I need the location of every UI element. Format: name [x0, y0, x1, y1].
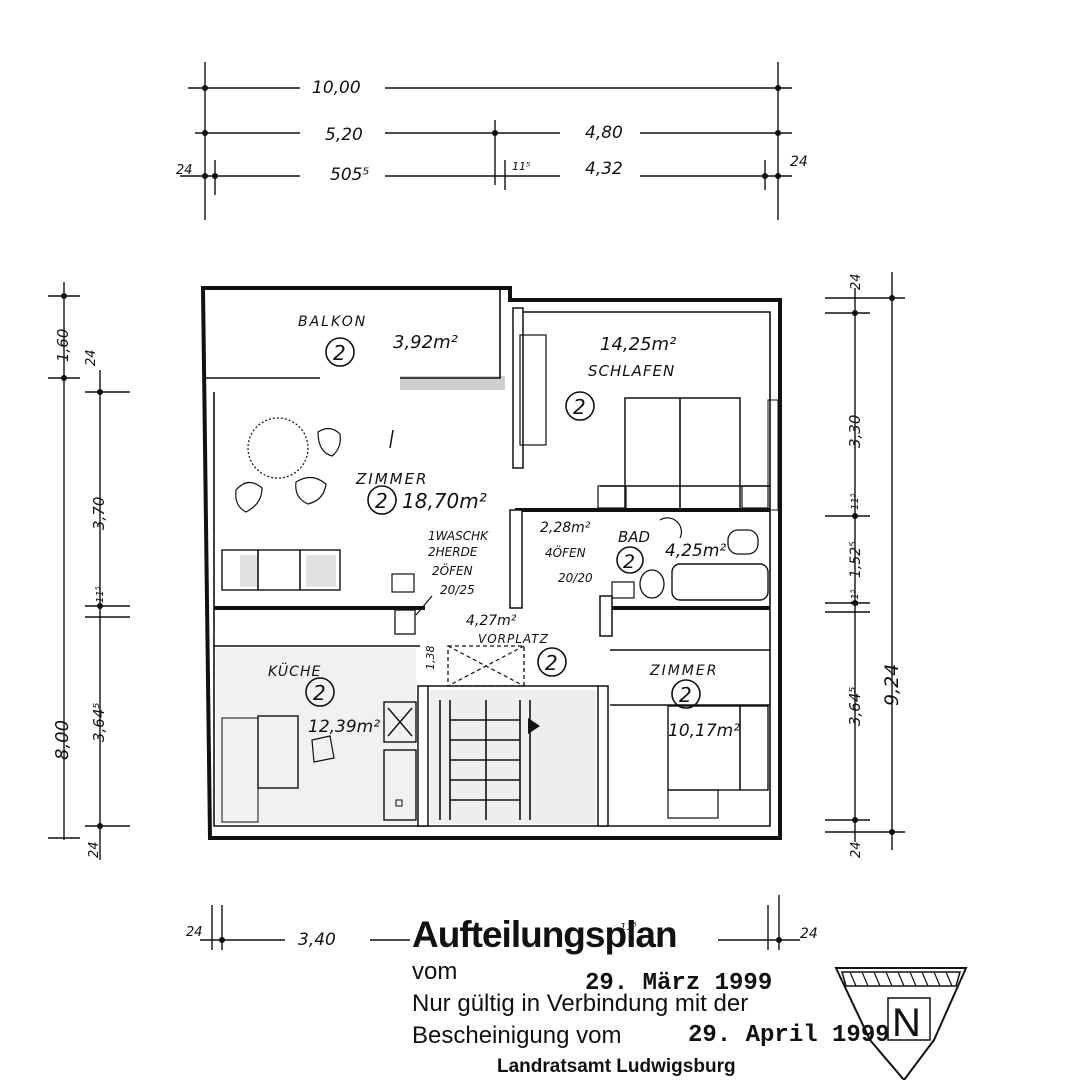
- dim-bottom-left: 3,40: [298, 930, 336, 950]
- unit-number-bad: 2: [623, 551, 635, 573]
- dim-right-bath: 1,52⁵: [848, 541, 864, 578]
- stamp-vom-label: vom: [412, 958, 458, 985]
- room-name-bad: BAD: [618, 528, 650, 546]
- bathtub: [671, 563, 769, 601]
- room-area-bad: 4,25m²: [665, 541, 726, 561]
- left-dimension-chain: 1,60 24 3,70 11⁵ 3,64⁵ 8,00 24: [48, 282, 130, 860]
- stamp-certificate-label: Bescheinigung vom: [412, 1022, 622, 1049]
- dim-left-mid: 11⁵: [95, 586, 106, 603]
- building-walls: [200, 286, 782, 840]
- unit-number-balkon: 2: [333, 341, 346, 365]
- dim-right-wall-upper: 24: [849, 273, 864, 290]
- room-area-kueche: 12,39m²: [308, 717, 380, 737]
- north-letter: N: [892, 1001, 921, 1045]
- dim-bottom-wall-right: 24: [800, 926, 818, 942]
- room-name-balkon: BALKON: [298, 314, 367, 330]
- stove: [383, 701, 417, 743]
- sofa: [221, 549, 341, 591]
- room-area-wc: 2,28m²: [540, 520, 591, 536]
- dim-right-mid-upper: 11⁵: [850, 493, 861, 510]
- unit-number-vorplatz: 2: [545, 651, 558, 675]
- right-dimension-chain: 24 3,30 11⁵ 1,52⁵ 11⁵ 3,64⁵ 9,24 24: [825, 272, 905, 858]
- staircase: [430, 690, 596, 824]
- dim-right-room-lower: 3,64⁵: [846, 687, 864, 726]
- stamp-vom-date: 29. März 1999: [585, 970, 773, 997]
- round-table: [247, 417, 309, 479]
- room-name-zimmer-small: ZIMMER: [649, 663, 718, 679]
- wc-note: 4ÖFEN: [545, 544, 586, 560]
- dim-right-room: 3,30: [846, 415, 864, 448]
- dim-top-left: 5,20: [325, 125, 363, 145]
- dim-right-wall-lower: 24: [849, 841, 864, 858]
- unit-number-schlafen: 2: [573, 395, 586, 419]
- dim-top-wall-right: 24: [790, 154, 808, 170]
- single-bed: [667, 705, 769, 791]
- dim-left-wall-lower: 24: [87, 841, 102, 858]
- dim-top-right: 4,80: [585, 123, 623, 143]
- furniture: [216, 397, 779, 824]
- room-name-kueche: KÜCHE: [268, 662, 321, 680]
- dim-top-inner-mid: 11⁵: [512, 160, 530, 173]
- dim-left-room: 3,70: [90, 497, 108, 530]
- bottom-dimension-chain: 24 3,40 11⁵ 24: [186, 895, 818, 950]
- dim-left-balcony: 1,60: [54, 329, 72, 362]
- north-arrow-icon: N: [834, 967, 968, 1080]
- room-area-schlafen: 14,25m²: [600, 334, 676, 355]
- dim-top-inner-right: 4,32: [585, 159, 623, 179]
- chimney-note-2: 2HERDE: [428, 545, 478, 559]
- room-name-vorplatz: VORPLATZ: [478, 632, 549, 646]
- stamp-title: Aufteilungsplan: [412, 914, 678, 955]
- chimney-note-1: 1WASCHK: [428, 529, 489, 543]
- unit-number-zimmer-small: 2: [679, 683, 692, 707]
- room-area-vorplatz: 4,27m²: [466, 613, 517, 629]
- dim-left-kitchen: 3,64⁵: [90, 703, 108, 742]
- stamp-line-validity: Nur gültig in Verbindung mit der: [412, 990, 749, 1017]
- dim-bottom-wall-left: 24: [186, 925, 203, 940]
- dim-bottom-mid: 11⁵: [620, 922, 637, 933]
- stamp-certificate-date: 29. April 1999: [688, 1022, 890, 1049]
- dim-left-wall-upper: 24: [84, 349, 99, 366]
- top-dimension-chain: 10,00 5,20 4,80 505⁵ 11⁵ 4,32 24 24: [176, 62, 808, 220]
- dim-top-wall-left: 24: [176, 163, 193, 178]
- double-bed: [624, 397, 741, 511]
- dim-left-total: 8,00: [52, 720, 73, 760]
- room-area-zimmer-main: 18,70m²: [402, 489, 487, 513]
- dim-right-total: 9,24: [881, 664, 903, 706]
- room-area-zimmer-small: 10,17m²: [668, 721, 740, 741]
- dim-top-total: 10,00: [312, 78, 361, 98]
- dim-top-inner-left: 505⁵: [330, 165, 369, 185]
- unit-number-zimmer-main: 2: [375, 489, 388, 513]
- kitchen-counter: [383, 749, 417, 821]
- chimney-note-3: 2ÖFEN: [432, 562, 473, 578]
- bath-chimney-note: 20/20: [558, 571, 593, 585]
- chimney-note-4: 20/25: [440, 583, 475, 597]
- room-name-zimmer-main: ZIMMER: [355, 470, 428, 488]
- stamp-authority: Landratsamt Ludwigsburg: [497, 1056, 736, 1077]
- room-area-balkon: 3,92m²: [393, 332, 458, 353]
- dim-right-mid-lower: 11⁵: [850, 589, 861, 606]
- room-labels: BALKON 2 3,92m² 14,25m² SCHLAFEN 2 ZIMME…: [268, 314, 740, 741]
- stair-height-note: 1,38: [424, 646, 437, 671]
- unit-number-kueche: 2: [313, 681, 326, 705]
- room-name-schlafen: SCHLAFEN: [588, 362, 675, 380]
